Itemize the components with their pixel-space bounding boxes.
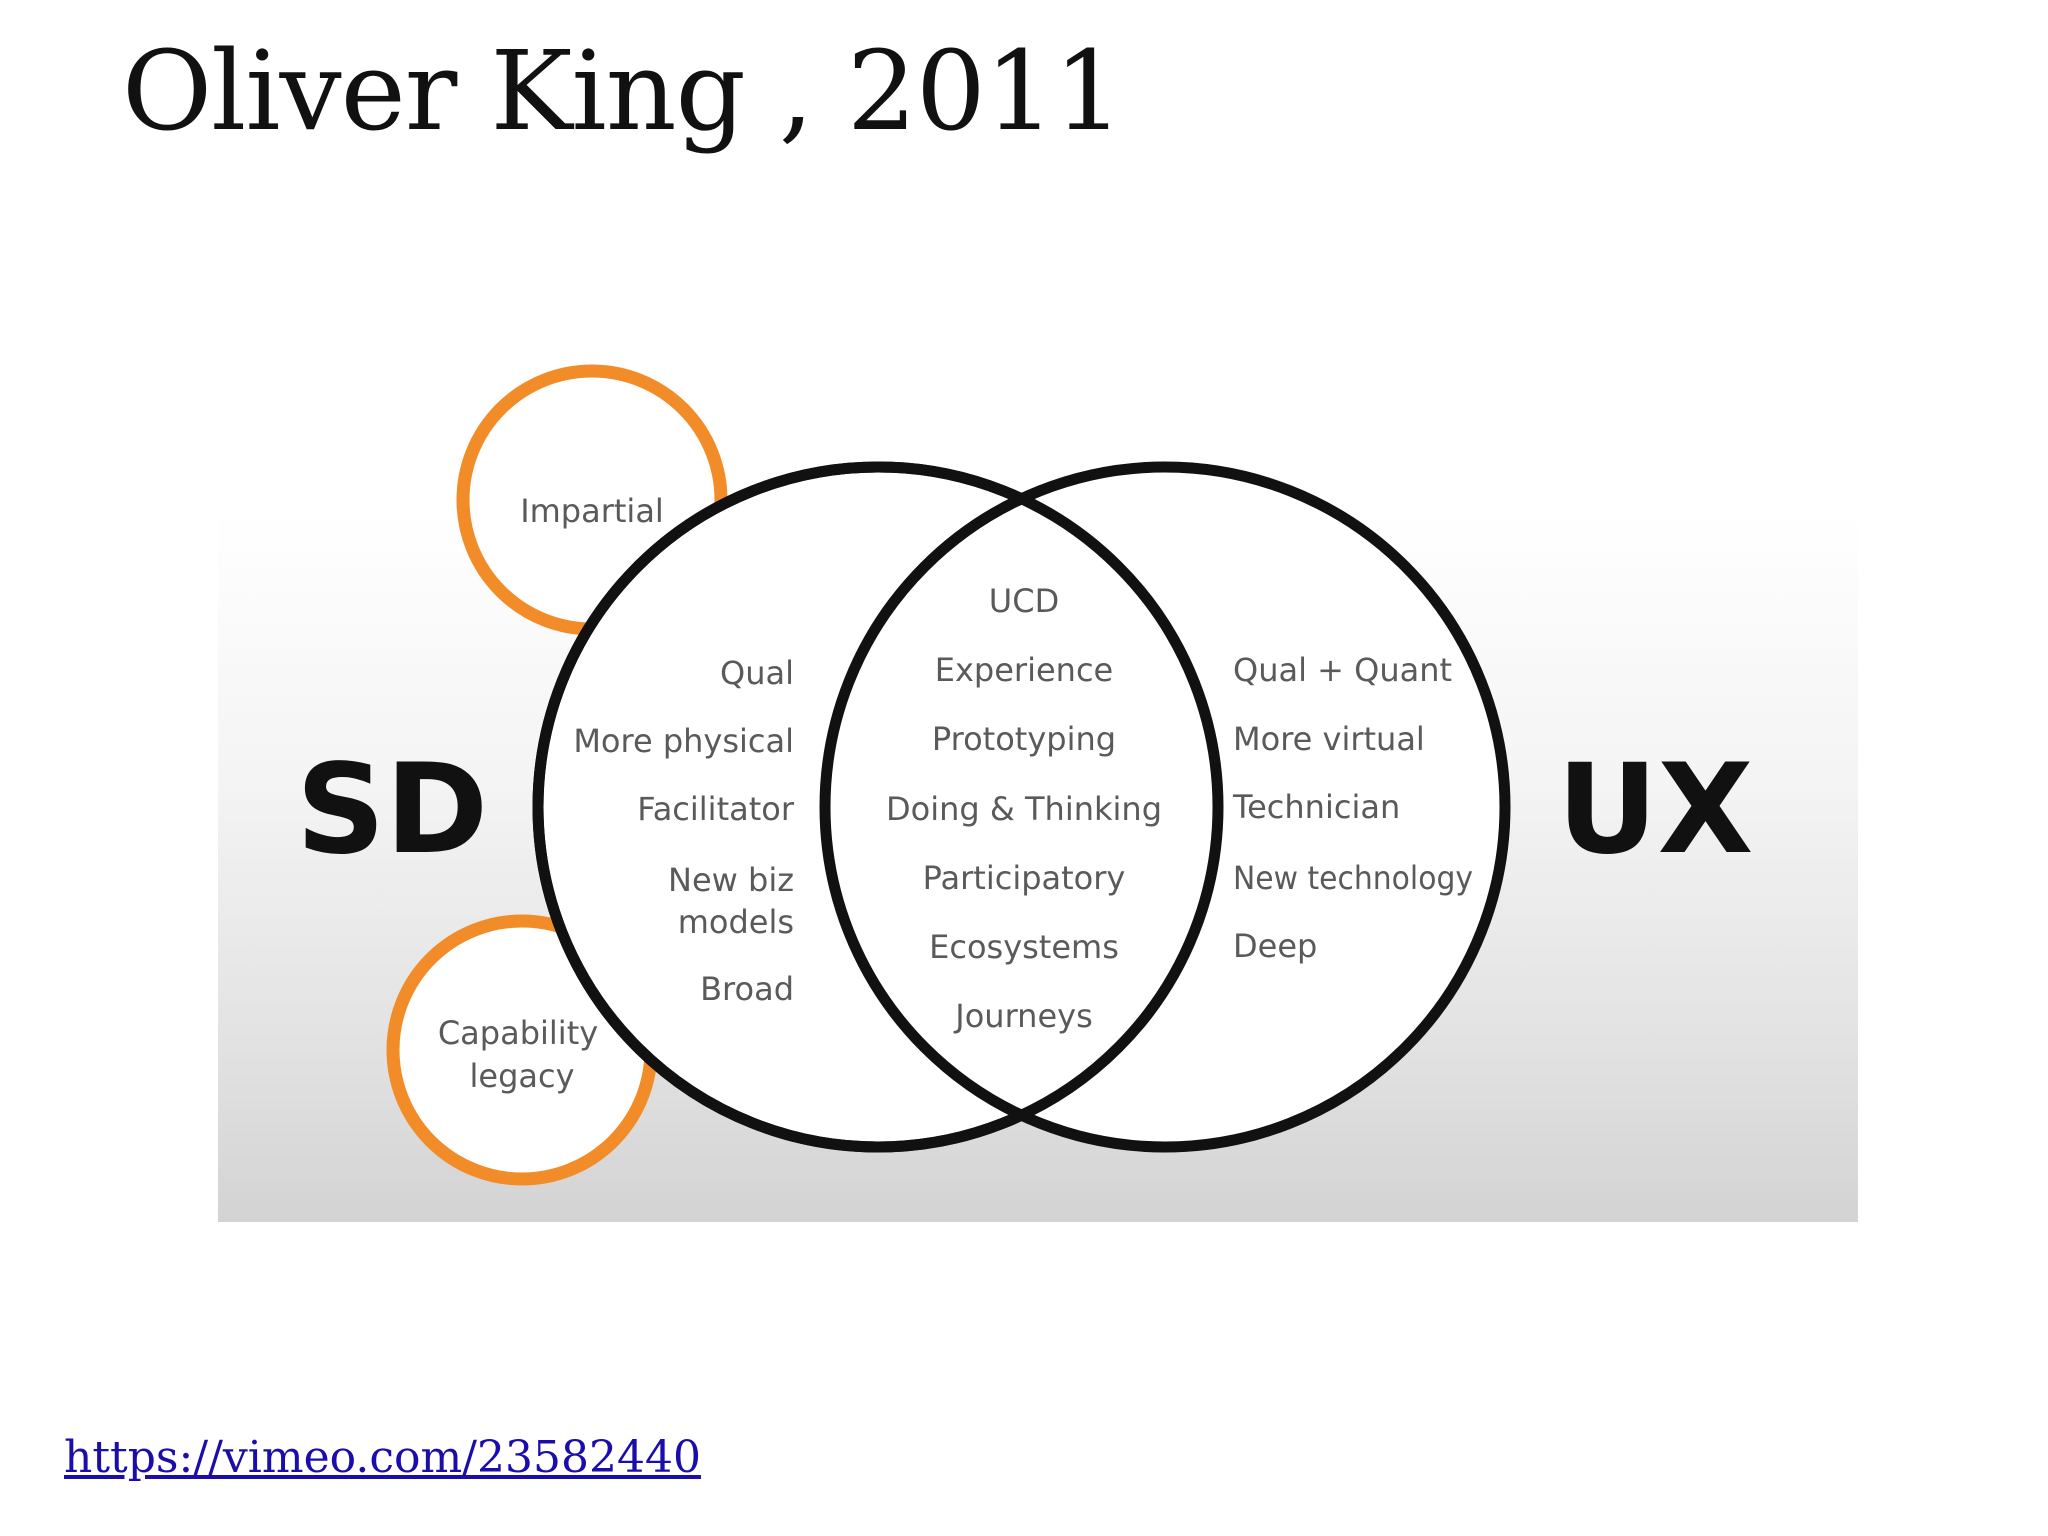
- ux-label: UX: [1557, 738, 1753, 882]
- ux-item-more-virtual: More virtual: [1233, 720, 1425, 758]
- source-link[interactable]: https://vimeo.com/23582440: [64, 1432, 701, 1483]
- overlap-item-prototyping: Prototyping: [932, 720, 1116, 758]
- capability-label-line1: Capability: [438, 1014, 598, 1052]
- sd-item-models: models: [678, 903, 794, 941]
- impartial-label: Impartial: [520, 492, 664, 530]
- sd-item-broad: Broad: [700, 970, 794, 1008]
- sd-circle-outline: [532, 461, 1224, 1153]
- sd-item-qual: Qual: [720, 654, 794, 692]
- ux-item-technician: Technician: [1232, 788, 1400, 826]
- slide-title: Oliver King , 2011: [122, 27, 1124, 155]
- overlap-item-doing-thinking: Doing & Thinking: [886, 790, 1162, 828]
- ux-item-qual-quant: Qual + Quant: [1233, 651, 1452, 689]
- ux-item-new-technology: New technology: [1233, 859, 1473, 897]
- sd-label: SD: [296, 738, 488, 882]
- capability-label-line2: legacy: [469, 1057, 574, 1095]
- overlap-item-ucd: UCD: [989, 582, 1059, 620]
- overlap-item-participatory: Participatory: [923, 859, 1126, 897]
- overlap-item-experience: Experience: [935, 651, 1113, 689]
- overlap-item-journeys: Journeys: [953, 997, 1092, 1035]
- ux-circle: [819, 461, 1511, 1153]
- sd-item-facilitator: Facilitator: [637, 790, 795, 828]
- sd-item-more-physical: More physical: [573, 722, 794, 760]
- sd-item-new-biz: New biz: [668, 861, 794, 899]
- overlap-item-ecosystems: Ecosystems: [929, 928, 1119, 966]
- ux-item-deep: Deep: [1233, 927, 1317, 965]
